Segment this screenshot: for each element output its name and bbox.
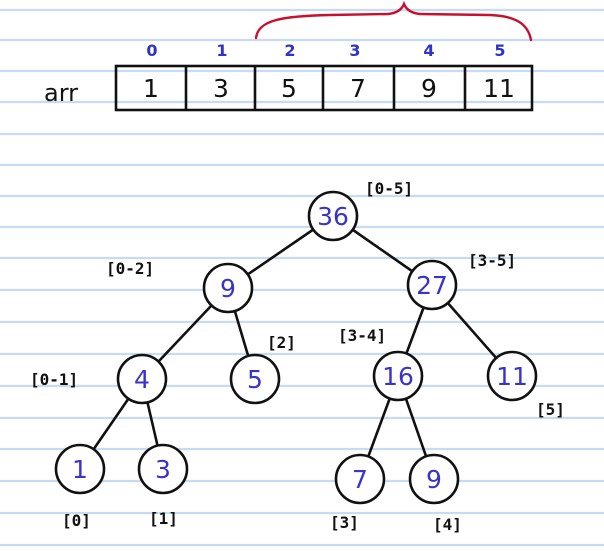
range-brace <box>254 0 533 42</box>
tree-node: 1 <box>54 443 106 495</box>
node-value: 16 <box>382 362 414 391</box>
node-value: 9 <box>426 465 442 494</box>
node-value: 11 <box>496 362 528 391</box>
node-value: 1 <box>72 455 88 484</box>
tree-node: 5 <box>229 353 281 405</box>
array-index: 2 <box>284 41 295 60</box>
range-label: [0] <box>62 511 91 530</box>
array-value: 3 <box>213 74 229 103</box>
array-value: 1 <box>143 74 159 103</box>
array-index: 3 <box>349 41 360 60</box>
array-value: 7 <box>350 74 366 103</box>
tree-node: 36 <box>307 190 359 242</box>
range-labels: [0-5] [0-2] [3-5] [0-1] [2] [3-4] [5] [0… <box>30 179 565 534</box>
range-label: [3-5] <box>468 251 516 270</box>
tree-node: 9 <box>408 453 460 505</box>
node-value: 9 <box>220 274 236 303</box>
range-label: [0-5] <box>365 179 413 198</box>
range-label: [5] <box>536 400 565 419</box>
node-value: 4 <box>134 365 150 394</box>
array-index: 1 <box>216 41 227 60</box>
range-label: [3-4] <box>338 326 386 345</box>
node-value: 7 <box>352 465 368 494</box>
array-value: 11 <box>483 74 515 103</box>
array-indices: 0 1 2 3 4 5 <box>146 41 505 60</box>
array-index: 4 <box>423 41 434 60</box>
range-label: [0-2] <box>106 259 154 278</box>
array-index: 0 <box>146 41 157 60</box>
node-value: 36 <box>317 202 349 231</box>
tree-node: 11 <box>486 350 538 402</box>
array-value: 5 <box>281 74 297 103</box>
range-label: [0-1] <box>30 370 78 389</box>
range-label: [3] <box>330 513 359 532</box>
tree-node: 4 <box>116 353 168 405</box>
node-value: 27 <box>416 271 448 300</box>
range-label: [1] <box>149 509 178 528</box>
tree-node: 16 <box>372 350 424 402</box>
tree-edges <box>78 214 514 481</box>
tree-nodes: 36 9 27 4 5 16 11 1 <box>54 190 538 505</box>
array-cells: 1 3 5 7 9 11 <box>114 64 534 112</box>
range-label: [2] <box>267 333 296 352</box>
array-index: 5 <box>494 41 505 60</box>
tree-node: 27 <box>406 259 458 311</box>
tree-node: 3 <box>137 443 189 495</box>
node-value: 3 <box>155 455 171 484</box>
array-value: 9 <box>421 74 437 103</box>
tree-node: 7 <box>334 453 386 505</box>
tree-node: 9 <box>202 262 254 314</box>
node-value: 5 <box>247 365 263 394</box>
range-label: [4] <box>433 515 462 534</box>
array-name: arr <box>44 79 78 107</box>
